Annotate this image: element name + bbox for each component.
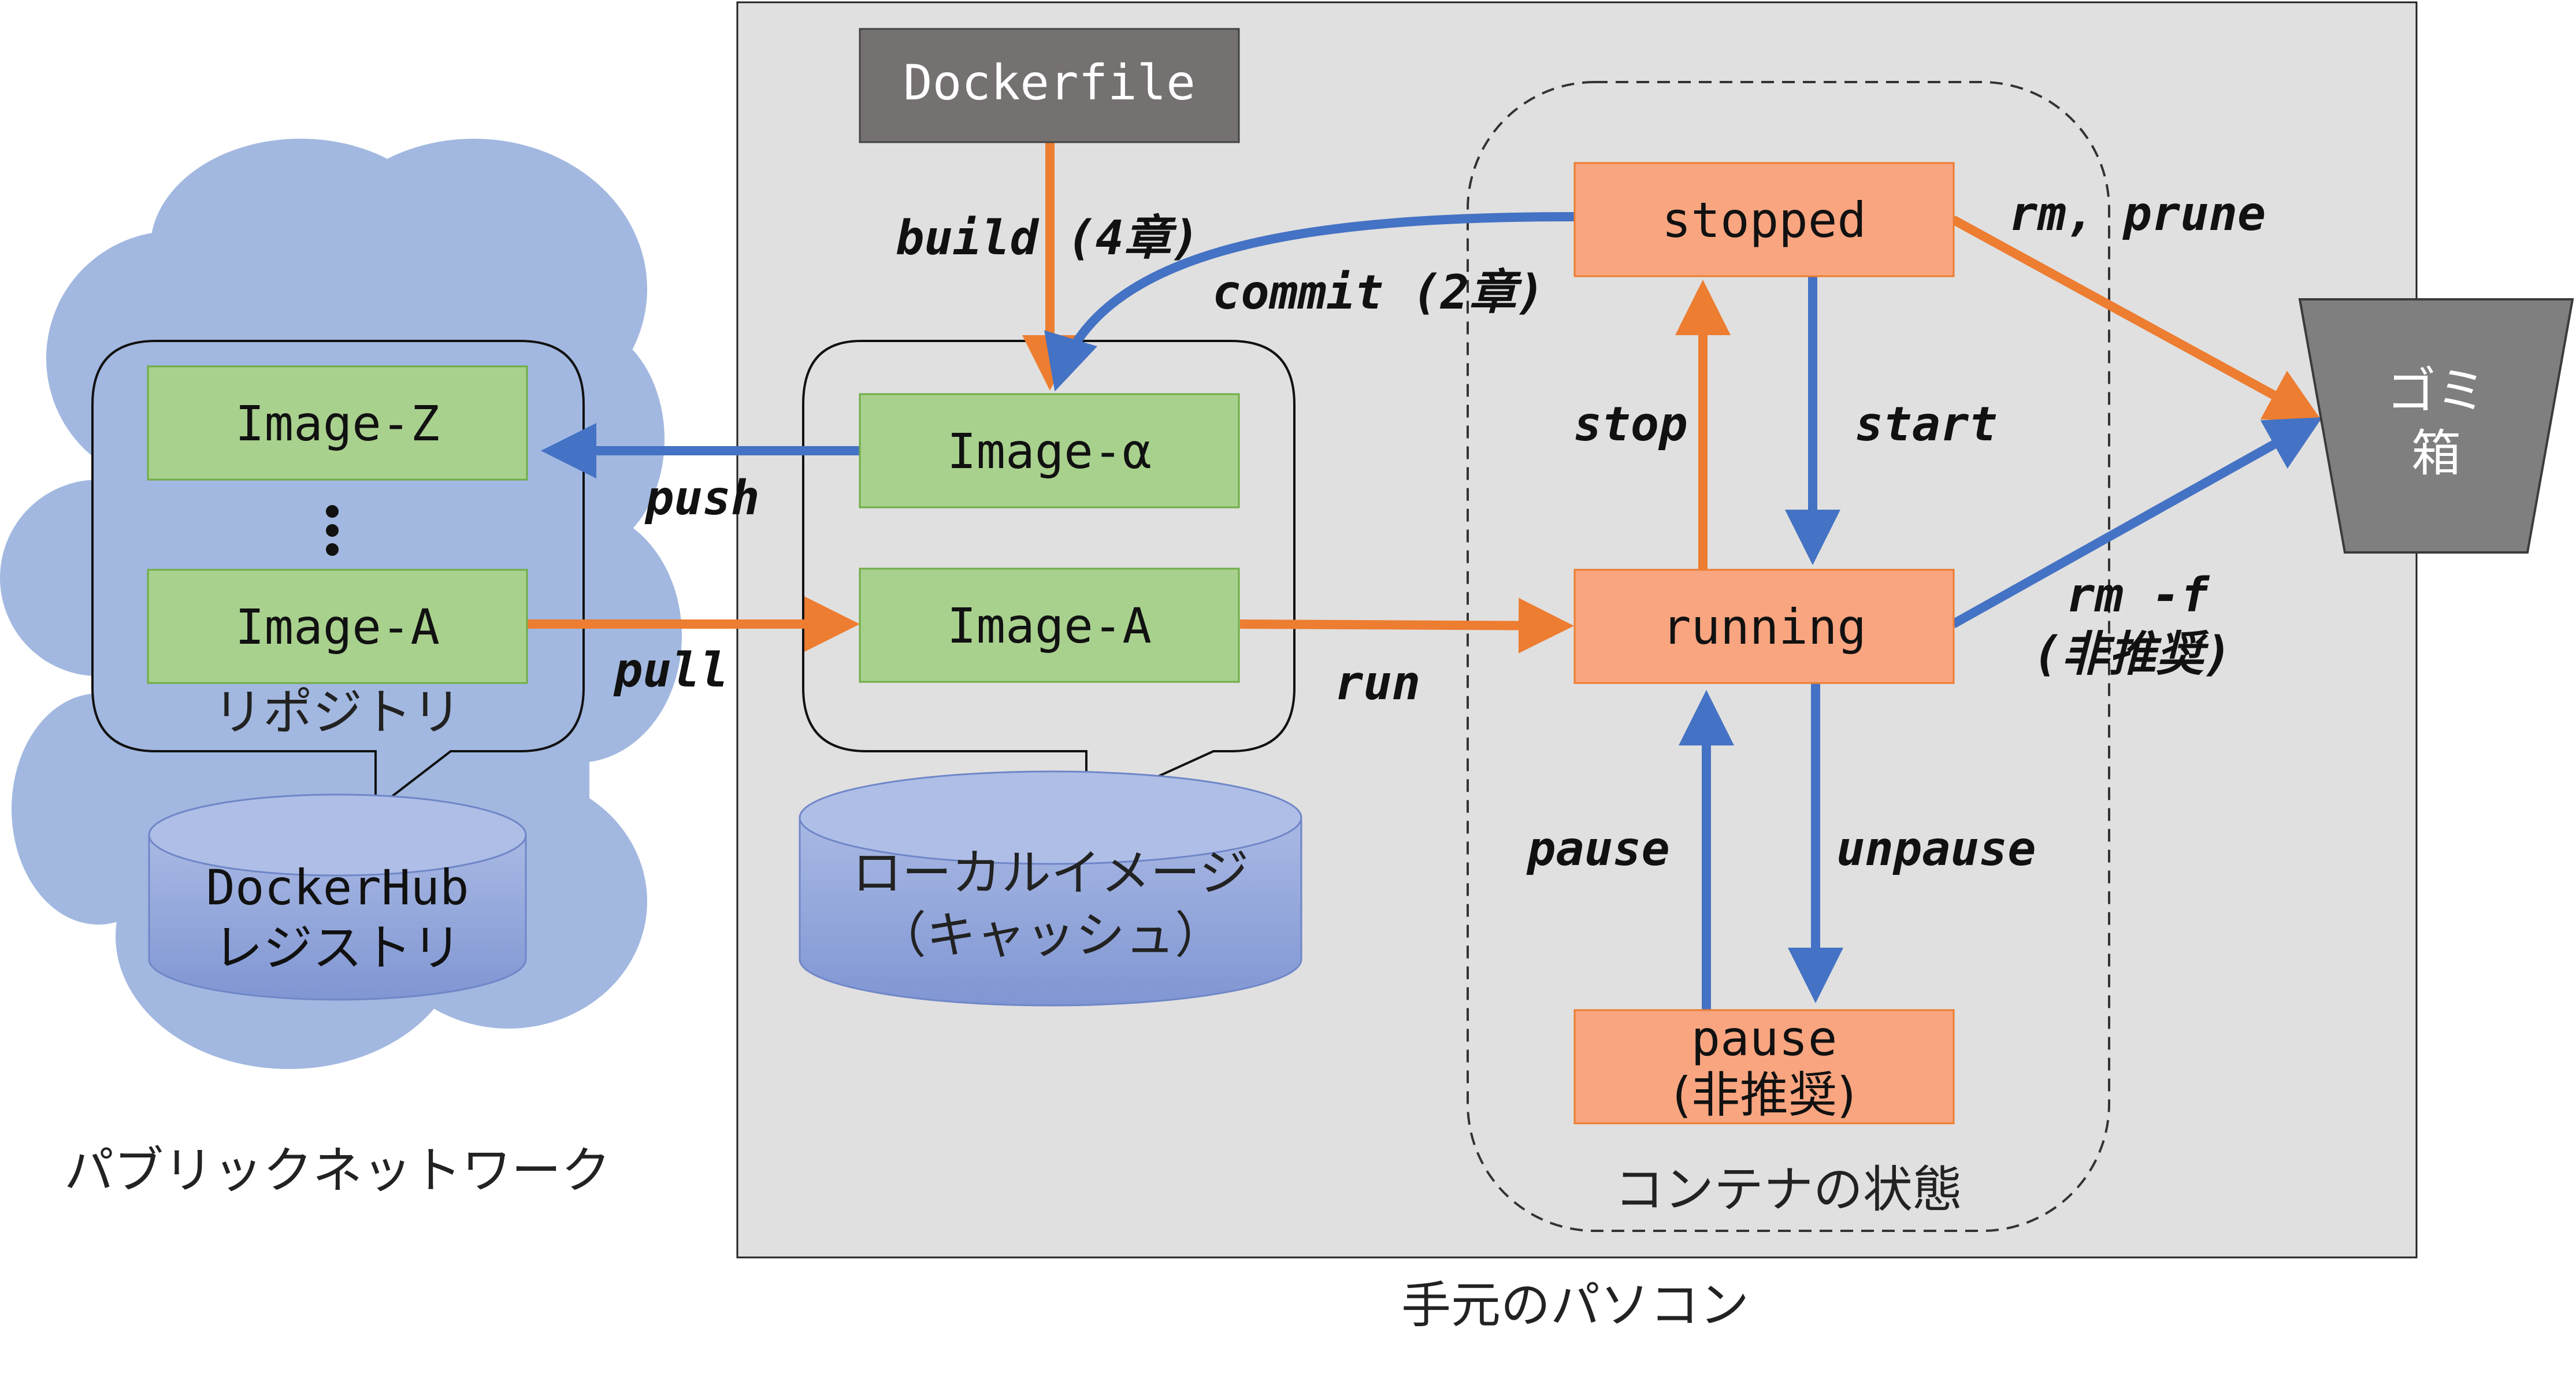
local-image-cache-cylinder xyxy=(799,770,1302,1007)
edge-label-stop: stop xyxy=(1573,397,1687,452)
arrow-commit xyxy=(1044,212,1575,392)
local-image-callout xyxy=(802,340,1296,811)
dockerhub-registry-cylinder xyxy=(148,793,527,1001)
edge-label-pull: pull xyxy=(613,643,728,698)
edge-label-commit: commit (2章) xyxy=(1212,265,1545,320)
edge-label-rm-prune: rm, prune xyxy=(2009,187,2266,242)
image-a-local-label: Image-A xyxy=(947,598,1152,654)
edge-label-start: start xyxy=(1855,397,1998,452)
edge-label-rm-f-line1: rm -f xyxy=(2066,568,2210,623)
image-z-box xyxy=(147,365,528,481)
dockerhub-label-line2: レジストリ xyxy=(213,919,462,977)
edge-label-pause: pause xyxy=(1526,822,1670,877)
edge-label-rm-f-line2: (非推奨) xyxy=(2033,627,2232,682)
arrow-run xyxy=(1239,598,1574,654)
local-image-label-line1: ローカルイメージ xyxy=(852,844,1249,902)
image-a-local-box xyxy=(859,567,1240,683)
state-running-box xyxy=(1573,569,1955,684)
edge-label-unpause: unpause xyxy=(1836,822,2036,877)
arrow-rm-prune xyxy=(1951,215,2323,422)
state-pause-label-line2: (非推奨) xyxy=(1672,1067,1856,1123)
image-alpha-label: Image-α xyxy=(947,423,1152,480)
public-network-label: パブリックネットワーク xyxy=(64,1142,611,1200)
image-a-remote-label: Image-A xyxy=(235,599,440,655)
edge-label-push: push xyxy=(644,471,759,526)
trash-can xyxy=(2298,298,2574,554)
arrow-rm-f xyxy=(1951,417,2322,628)
state-running-label: running xyxy=(1662,599,1866,655)
container-state-area xyxy=(1467,81,2110,1232)
repository-label: リポジトリ xyxy=(213,684,462,741)
image-alpha-box xyxy=(859,393,1240,509)
edge-label-build: build (4章) xyxy=(896,211,1200,266)
image-a-remote-box xyxy=(147,569,528,684)
image-z-label: Image-Z xyxy=(235,395,440,452)
trash-label-line2: 箱 xyxy=(2411,425,2461,483)
dockerhub-label-line1: DockerHub xyxy=(206,859,469,916)
state-stopped-box xyxy=(1573,162,1955,277)
dockerfile-box xyxy=(859,28,1240,143)
ellipsis-dots xyxy=(326,505,339,556)
edge-label-run: run xyxy=(1335,656,1420,711)
container-state-label: コンテナの状態 xyxy=(1614,1161,1962,1219)
local-image-label-line2: （キャッシュ） xyxy=(877,907,1224,964)
dockerfile-label: Dockerfile xyxy=(903,54,1196,111)
state-stopped-label: stopped xyxy=(1662,192,1866,248)
local-pc-label: 手元のパソコン xyxy=(1401,1276,1749,1334)
state-pause-box xyxy=(1573,1009,1955,1125)
trash-label-line1: ゴミ xyxy=(2386,362,2486,420)
state-pause-label-line1: pause xyxy=(1691,1010,1838,1067)
